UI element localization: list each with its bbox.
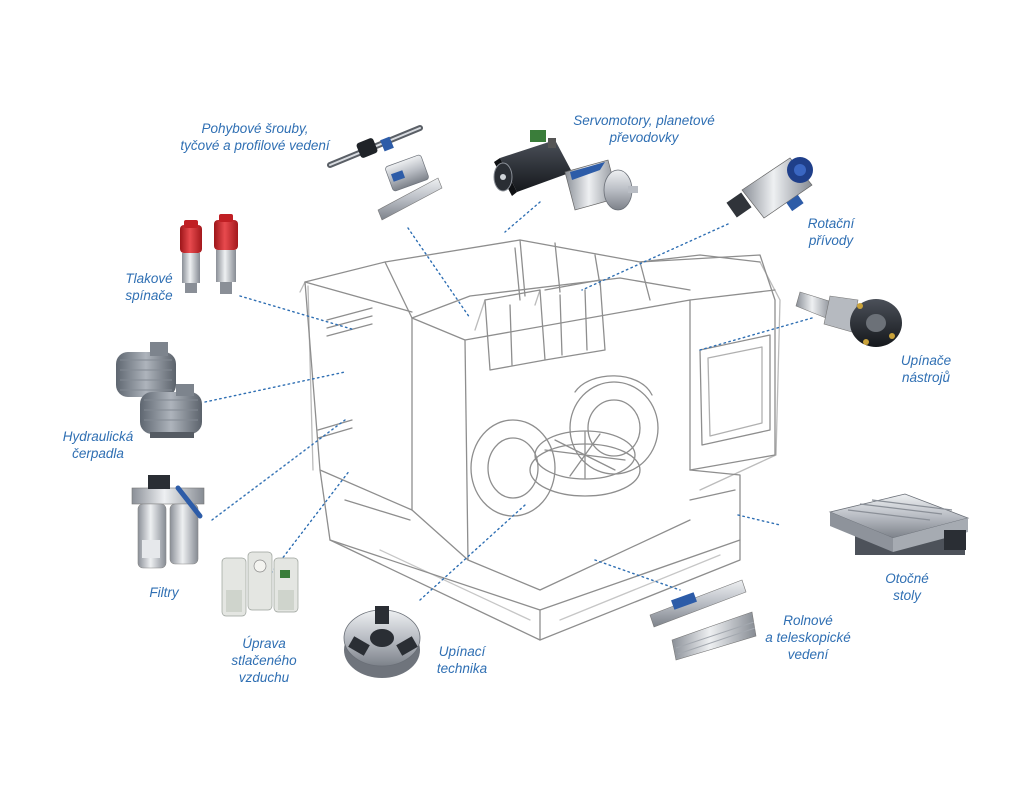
leader-screws (407, 227, 471, 319)
label-tool-clamping: Upínače nástrojů (888, 352, 964, 386)
label-rotary-tables-line2: stoly (893, 588, 921, 603)
label-linear-guides-line2: a teleskopické (765, 630, 851, 645)
label-hydraulic-pumps-line2: čerpadla (72, 446, 124, 461)
telescopic-guide-icon (649, 579, 757, 661)
label-linear-guides: Rolnové a teleskopické vedení (748, 612, 868, 663)
label-screws: Pohybové šrouby, tyčové a profilové vede… (160, 120, 350, 154)
label-clamping-tech-line2: technika (436, 661, 488, 676)
label-clamping-tech-line1: Upínací (438, 644, 486, 659)
label-rotary-drives-line2: přívody (808, 233, 854, 248)
label-air-treatment-line1: Úprava (242, 636, 286, 651)
leader-tool-clamping (699, 317, 813, 351)
label-air-treatment-line3: vzduchu (238, 670, 290, 685)
tool-holder-icon (795, 291, 902, 347)
servomotor-icon (493, 130, 572, 196)
pressure-switch-icon (180, 214, 238, 294)
label-rotary-drives: Rotační přívody (796, 215, 866, 249)
label-hydraulic-pumps: Hydraulická čerpadla (48, 428, 148, 462)
leader-lines (204, 201, 813, 601)
leader-hydraulic-pumps (204, 371, 346, 403)
label-clamping-tech: Upínací technika (426, 643, 498, 677)
leader-rotary-drives (581, 223, 729, 291)
label-air-treatment: Úprava stlačeného vzduchu (218, 635, 310, 686)
label-rotary-drives-line1: Rotační (807, 216, 855, 231)
filter-icon (131, 475, 205, 569)
label-filters: Filtry (136, 584, 192, 601)
gearbox-icon (564, 159, 638, 211)
label-servo-line2: převodovky (609, 130, 679, 145)
ballscrew-icon (327, 125, 443, 221)
leader-rotary-tables (737, 514, 781, 526)
label-filters-line1: Filtry (149, 585, 179, 600)
rotary-table-icon (828, 493, 970, 555)
leader-clamping-tech (419, 504, 526, 601)
air-treatment-unit-icon (221, 551, 299, 617)
chuck-icon (343, 606, 421, 678)
leader-air-treatment (261, 469, 351, 586)
label-servo-line1: Servomotory, planetové (573, 113, 715, 128)
label-pressure-switches-line2: spínače (125, 288, 173, 303)
rotary-union-icon (726, 157, 813, 219)
label-air-treatment-line2: stlačeného (231, 653, 297, 668)
leader-pressure-switches (239, 295, 356, 331)
label-hydraulic-pumps-line1: Hydraulická (62, 429, 134, 444)
label-linear-guides-line3: vedení (787, 647, 829, 662)
label-screws-line1: Pohybové šrouby, (201, 121, 309, 136)
cnc-machine-sketch (299, 239, 781, 641)
label-linear-guides-line1: Rolnové (783, 613, 833, 628)
label-rotary-tables-line1: Otočné (885, 571, 929, 586)
label-pressure-switches-line1: Tlakové (125, 271, 173, 286)
hydraulic-pump-icon (116, 342, 202, 438)
label-tool-clamping-line1: Upínače (900, 353, 952, 368)
leader-linear-guides (594, 559, 681, 591)
label-screws-line2: tyčové a profilové vedení (180, 138, 330, 153)
leader-servo (504, 201, 541, 233)
label-tool-clamping-line2: nástrojů (901, 370, 951, 385)
label-rotary-tables: Otočné stoly (872, 570, 942, 604)
label-servo: Servomotory, planetové převodovky (548, 112, 740, 146)
label-pressure-switches: Tlakové spínače (112, 270, 186, 304)
